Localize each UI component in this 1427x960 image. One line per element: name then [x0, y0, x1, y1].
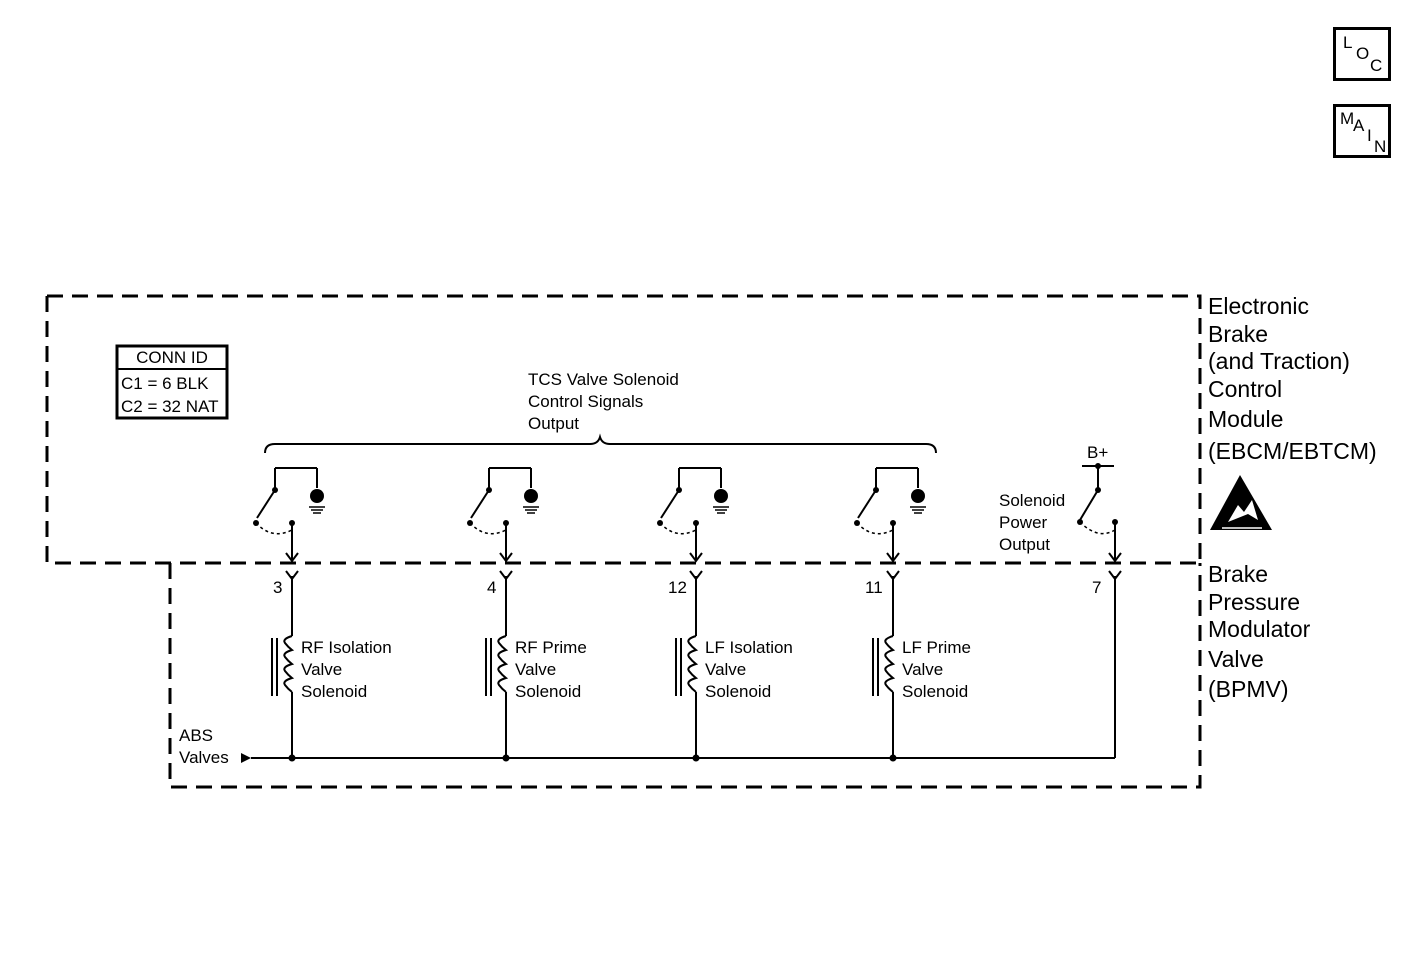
- switch-link: [856, 522, 894, 535]
- ground-terminal: [524, 489, 538, 503]
- switch-arm: [660, 489, 680, 519]
- solenoid-power-label: Power: [999, 513, 1048, 532]
- pin-label: 4: [487, 578, 496, 597]
- bpmv-label-line: Valve: [1208, 646, 1264, 672]
- ebcm-label-line: Brake: [1208, 321, 1268, 347]
- ebcm-label-line: Electronic: [1208, 293, 1309, 319]
- ground-terminal: [911, 489, 925, 503]
- solenoid-label: Solenoid: [705, 682, 771, 701]
- switch-link: [659, 522, 697, 535]
- solenoid-label: Valve: [705, 660, 746, 679]
- loc-letter: L: [1343, 33, 1353, 52]
- b-plus-label: B+: [1087, 443, 1108, 462]
- main-letter: M: [1340, 109, 1355, 128]
- solenoid-label: LF Prime: [902, 638, 971, 657]
- bpmv-label-line: (BPMV): [1208, 676, 1289, 702]
- ebcm-label-line: (EBCM/EBTCM): [1208, 438, 1377, 464]
- solenoid-label: Solenoid: [301, 682, 367, 701]
- ebcm-label-line: (and Traction): [1208, 348, 1350, 374]
- bpmv-label-line: Modulator: [1208, 616, 1311, 642]
- pin-label: 3: [273, 578, 282, 597]
- bpmv-boundary: [168, 563, 1202, 789]
- tcs-label-line: TCS Valve Solenoid: [528, 370, 679, 389]
- bpmv-label-line: Pressure: [1208, 589, 1300, 615]
- connector-arrow: [285, 552, 299, 563]
- ebcm-label: Electronic Brake (and Traction) Control …: [1208, 293, 1377, 464]
- solenoid-label: Valve: [902, 660, 943, 679]
- solenoid-label: Solenoid: [515, 682, 581, 701]
- switch-arm: [857, 489, 877, 519]
- solenoid-label: RF Isolation: [301, 638, 392, 657]
- conn-id-table: CONN ID C1 = 6 BLK C2 = 32 NAT: [115, 344, 229, 420]
- bpmv-label-line: Brake: [1208, 561, 1268, 587]
- main-button[interactable]: M A I N: [1333, 104, 1391, 158]
- abs-valves-label: ABS: [179, 726, 213, 745]
- splice-dot: [692, 754, 700, 762]
- loc-letter: O: [1356, 44, 1370, 63]
- loc-letter: C: [1370, 56, 1383, 75]
- conn-id-row: C1 = 6 BLK: [121, 374, 209, 393]
- switch-link: [469, 522, 507, 535]
- splice-dot: [889, 754, 897, 762]
- abs-valves-label: Valves: [179, 748, 229, 767]
- switch-arm: [470, 489, 490, 519]
- connector-arrow: [689, 552, 703, 563]
- solenoid-label: Valve: [515, 660, 556, 679]
- connector-arrow: [886, 552, 900, 563]
- solenoid-coil-icon: [687, 635, 699, 693]
- solenoid-label: Solenoid: [902, 682, 968, 701]
- main-letter: A: [1353, 116, 1365, 135]
- esd-warning-icon: [1210, 475, 1272, 530]
- connector-arrow: [499, 552, 513, 563]
- tcs-output-label: TCS Valve Solenoid Control Signals Outpu…: [528, 370, 679, 433]
- solenoid-label: LF Isolation: [705, 638, 793, 657]
- ebcm-label-line: Control: [1208, 376, 1282, 402]
- switch-link: [255, 522, 293, 535]
- pin-label: 12: [668, 578, 687, 597]
- main-letter: N: [1374, 137, 1387, 156]
- conn-id-header: CONN ID: [136, 348, 208, 367]
- splice-dot: [288, 754, 296, 762]
- bpmv-label: Brake Pressure Modulator Valve (BPMV): [1208, 561, 1311, 702]
- solenoid-coil-icon: [497, 635, 509, 693]
- ground-terminal: [310, 489, 324, 503]
- solenoid-power-label: Solenoid: [999, 491, 1065, 510]
- solenoid-coil-icon: [884, 635, 896, 693]
- pin-label: 11: [865, 578, 883, 597]
- loc-button[interactable]: L O C: [1333, 27, 1391, 81]
- main-letter: I: [1367, 126, 1372, 145]
- solenoid-coil-icon: [283, 635, 295, 693]
- abs-valves-bus: ABS Valves: [179, 726, 1115, 767]
- conn-id-row: C2 = 32 NAT: [121, 397, 218, 416]
- solenoid-power-label: Output: [999, 535, 1050, 554]
- solenoid-label: RF Prime: [515, 638, 587, 657]
- pin-label: 7: [1092, 578, 1101, 597]
- tcs-label-line: Control Signals: [528, 392, 643, 411]
- solenoid-power-output: B+ 7 Solenoid Power Output: [999, 443, 1122, 758]
- switch-arm: [256, 489, 276, 519]
- ground-terminal: [714, 489, 728, 503]
- splice-dot: [502, 754, 510, 762]
- ebcm-label-line: Module: [1208, 406, 1283, 432]
- ebcm-boundary: [45, 294, 1202, 565]
- tcs-label-line: Output: [528, 414, 579, 433]
- tcs-brace: [264, 433, 937, 454]
- solenoid-label: Valve: [301, 660, 342, 679]
